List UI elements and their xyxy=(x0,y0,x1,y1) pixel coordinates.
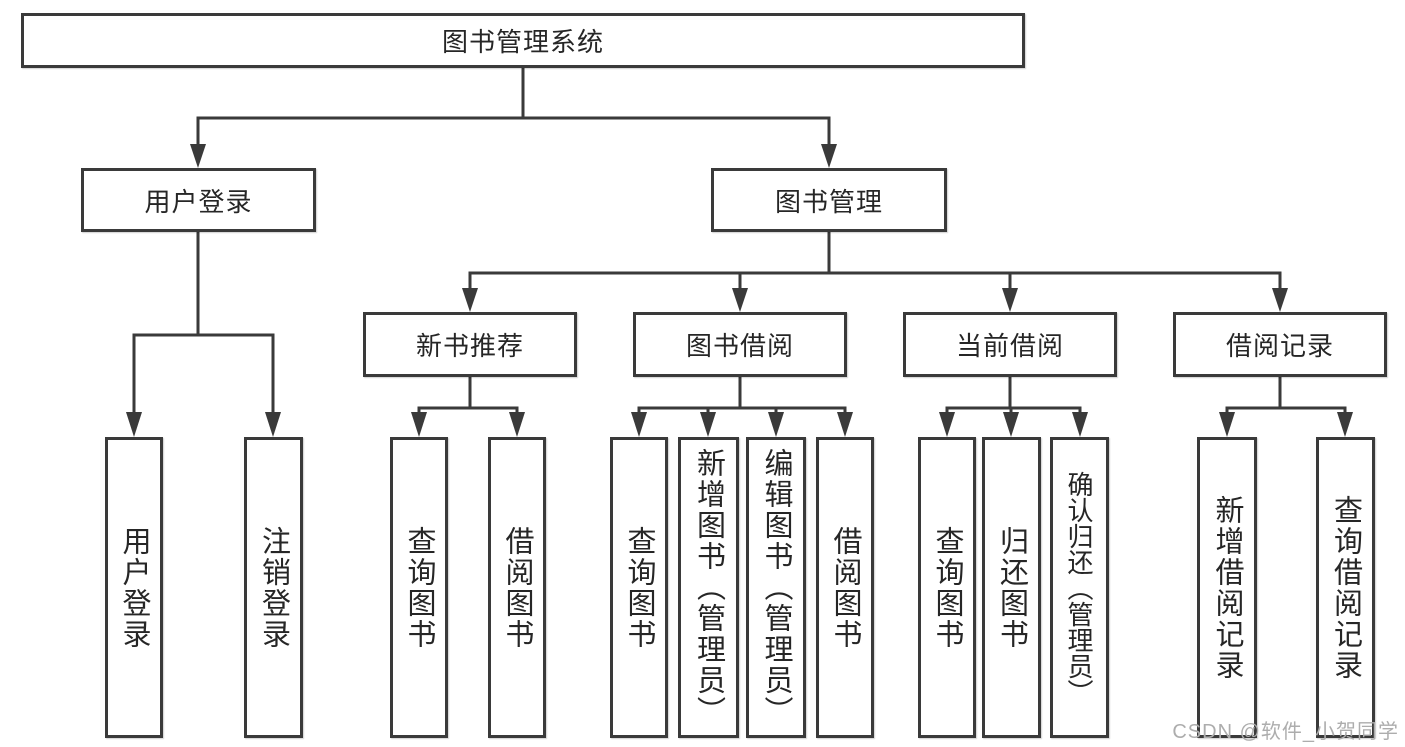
node-new-book-rec-label: 新书推荐 xyxy=(415,331,524,361)
leaf-user-login-label: 用户登录 xyxy=(118,525,150,650)
node-borrow-records-label: 借阅记录 xyxy=(1225,331,1334,361)
leaf-bb-query-books: 查询图书 xyxy=(610,437,668,738)
connector-book-mgmt-to-level2 xyxy=(462,232,1288,312)
node-book-mgmt: 图书管理 xyxy=(711,168,947,232)
leaf-bb-query-books-label: 查询图书 xyxy=(623,525,655,650)
leaf-nbr-query-books: 查询图书 xyxy=(390,437,448,738)
leaf-cb-query-books: 查询图书 xyxy=(918,437,976,738)
node-root-label: 图书管理系统 xyxy=(441,27,604,57)
leaf-bb-add-books-admin-label: 新增图书（管理员） xyxy=(692,448,725,727)
connector-borrow-records-to-children xyxy=(1219,377,1353,437)
connector-book-borrow-to-children xyxy=(631,377,853,437)
csdn-watermark: CSDN @软件_小贺同学 xyxy=(1172,721,1399,743)
leaf-user-login: 用户登录 xyxy=(105,437,163,738)
leaf-br-query-record: 查询借阅记录 xyxy=(1316,437,1375,738)
leaf-logout: 注销登录 xyxy=(244,437,303,738)
node-book-borrow: 图书借阅 xyxy=(633,312,847,377)
leaf-bb-edit-books-admin: 编辑图书（管理员） xyxy=(746,437,806,738)
leaf-cb-return-books-label: 归还图书 xyxy=(995,525,1028,650)
node-borrow-records: 借阅记录 xyxy=(1173,312,1387,377)
leaf-br-add-record: 新增借阅记录 xyxy=(1197,437,1257,738)
leaf-nbr-borrow-books-label: 借阅图书 xyxy=(501,525,533,650)
node-root: 图书管理系统 xyxy=(21,13,1025,68)
leaf-nbr-query-books-label: 查询图书 xyxy=(403,525,435,650)
leaf-logout-label: 注销登录 xyxy=(257,525,290,650)
leaf-bb-add-books-admin: 新增图书（管理员） xyxy=(678,437,739,738)
leaf-bb-borrow-books: 借阅图书 xyxy=(816,437,874,738)
leaf-cb-confirm-return-admin-label: 确认归还（管理员） xyxy=(1064,470,1094,705)
node-new-book-rec: 新书推荐 xyxy=(363,312,577,377)
connector-new-book-rec-to-children xyxy=(411,377,525,437)
leaf-cb-return-books: 归还图书 xyxy=(982,437,1041,738)
connector-current-borrow-to-children xyxy=(939,377,1088,437)
node-user-login: 用户登录 xyxy=(81,168,316,232)
connector-user-login-to-children xyxy=(126,232,281,437)
leaf-nbr-borrow-books: 借阅图书 xyxy=(488,437,546,738)
node-current-borrow: 当前借阅 xyxy=(903,312,1117,377)
leaf-bb-borrow-books-label: 借阅图书 xyxy=(829,525,861,650)
node-book-mgmt-label: 图书管理 xyxy=(774,186,883,217)
leaf-cb-confirm-return-admin: 确认归还（管理员） xyxy=(1050,437,1109,738)
node-user-login-label: 用户登录 xyxy=(144,186,253,217)
leaf-cb-query-books-label: 查询图书 xyxy=(931,525,963,650)
node-current-borrow-label: 当前借阅 xyxy=(955,331,1064,361)
node-book-borrow-label: 图书借阅 xyxy=(685,331,794,361)
leaf-bb-edit-books-admin-label: 编辑图书（管理员） xyxy=(760,448,792,727)
leaf-br-query-record-label: 查询借阅记录 xyxy=(1329,494,1362,681)
leaf-br-add-record-label: 新增借阅记录 xyxy=(1211,494,1243,681)
connector-root-to-level1 xyxy=(190,68,837,168)
